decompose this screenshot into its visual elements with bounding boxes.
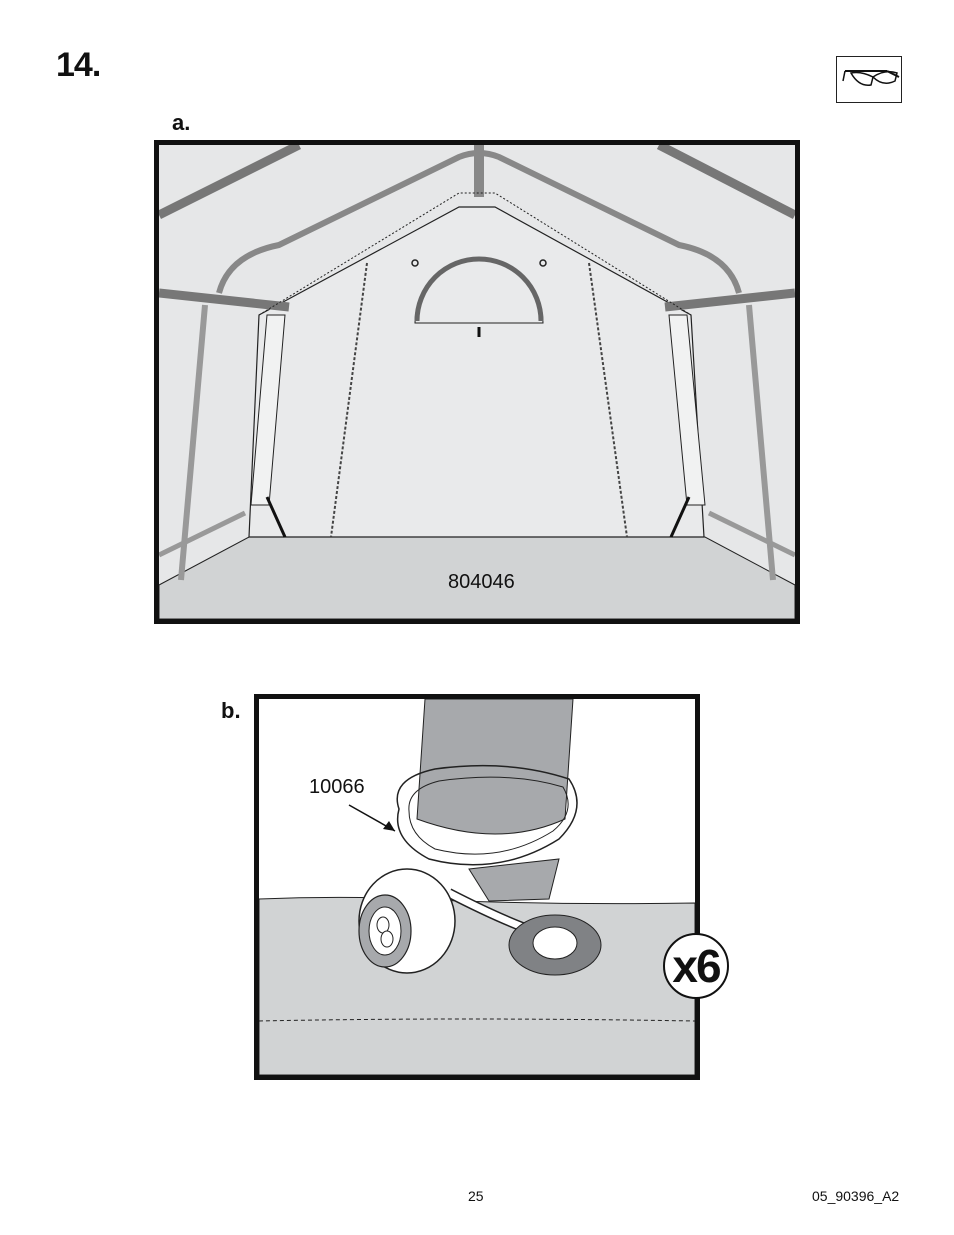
illustration-a [154,140,800,624]
panel-label-a: a. [172,110,190,136]
quantity-label: x6 [672,939,719,993]
illustration-b [254,694,700,1080]
part-number-label: 804046 [448,571,515,594]
panel-label-b: b. [221,698,241,724]
part-number-label: 10066 [309,776,365,799]
page-number: 25 [468,1188,484,1204]
step-number: 14. [56,46,100,85]
safety-glasses-icon [836,56,902,103]
quantity-badge: x6 [663,933,729,999]
document-code: 05_90396_A2 [812,1188,899,1204]
